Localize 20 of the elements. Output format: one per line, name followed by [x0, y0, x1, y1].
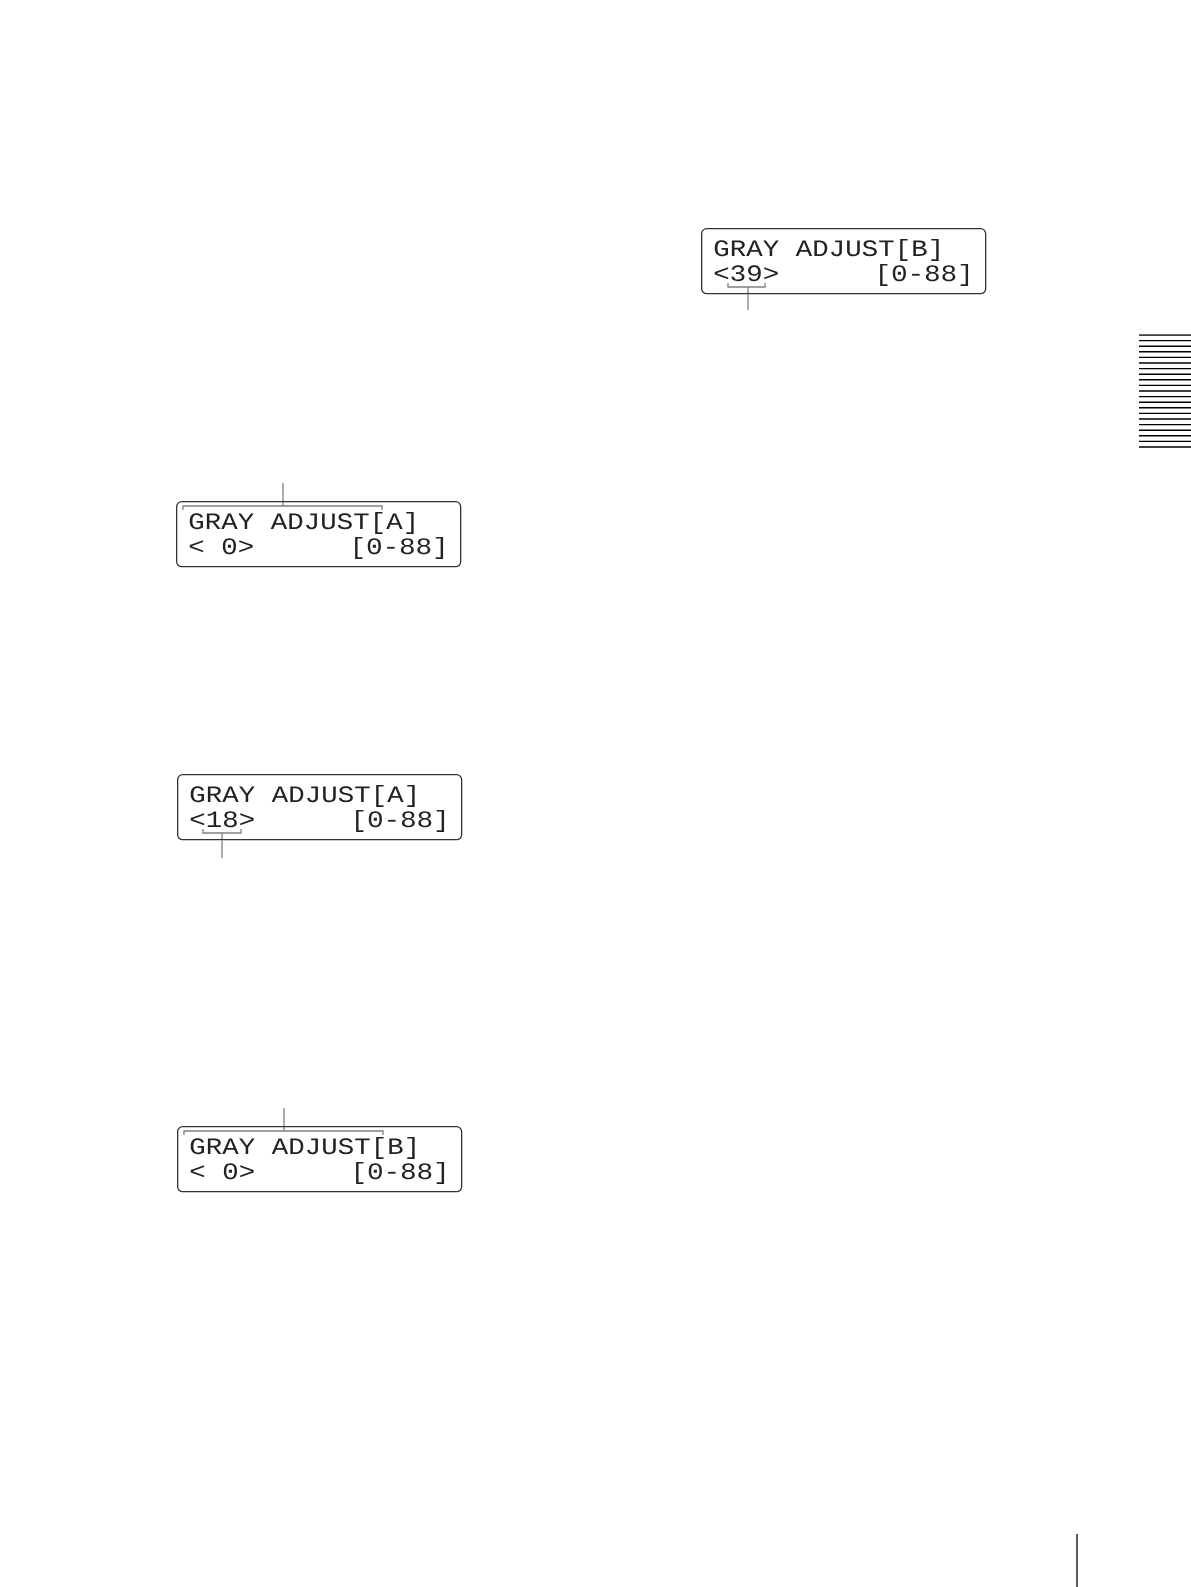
leader-line	[283, 1107, 285, 1127]
display-text: <39>	[714, 265, 778, 282]
display-text: GRAY ADJUST[B]	[190, 1137, 415, 1159]
display-text: GRAY ADJUST[B]	[714, 239, 939, 261]
leader-line	[747, 293, 749, 311]
lcd-display	[177, 774, 463, 841]
leader-line	[282, 482, 284, 502]
display-text: [0-88]	[355, 537, 444, 559]
display-text: [0-88]	[880, 264, 969, 286]
display-text: [0-88]	[356, 1162, 445, 1184]
display-text: GRAY ADJUST[A]	[189, 512, 414, 534]
display-text: [0-88]	[356, 810, 445, 832]
lcd-display	[176, 501, 462, 568]
display-text: GRAY ADJUST[A]	[190, 785, 415, 807]
display-text: < 0>	[189, 538, 253, 555]
leader-line	[221, 839, 223, 859]
lcd-display	[177, 1126, 463, 1193]
display-text: <18>	[190, 811, 254, 828]
lcd-display	[701, 228, 987, 295]
display-text: < 0>	[190, 1163, 254, 1180]
